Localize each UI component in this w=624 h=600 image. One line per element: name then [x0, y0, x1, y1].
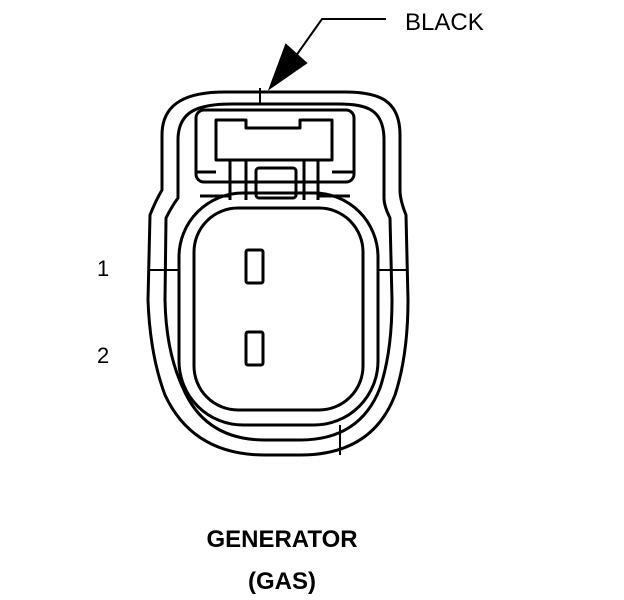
pin-number-2: 2: [97, 343, 110, 368]
locking-tab: [194, 108, 356, 200]
leader-line: [292, 18, 386, 61]
terminal-cavity-1: [244, 248, 265, 285]
terminal-cavities: [244, 248, 265, 367]
component-variant: (GAS): [248, 568, 316, 595]
pin-number-1: 1: [97, 256, 110, 281]
component-name: GENERATOR: [206, 526, 358, 553]
wire-color-label: BLACK: [405, 9, 484, 36]
connector-outline: [146, 90, 410, 457]
arrowhead-icon: [267, 43, 308, 91]
parting-line-marks: [148, 88, 407, 455]
callout-leader: [267, 18, 386, 91]
terminal-cavity-2: [244, 330, 265, 367]
